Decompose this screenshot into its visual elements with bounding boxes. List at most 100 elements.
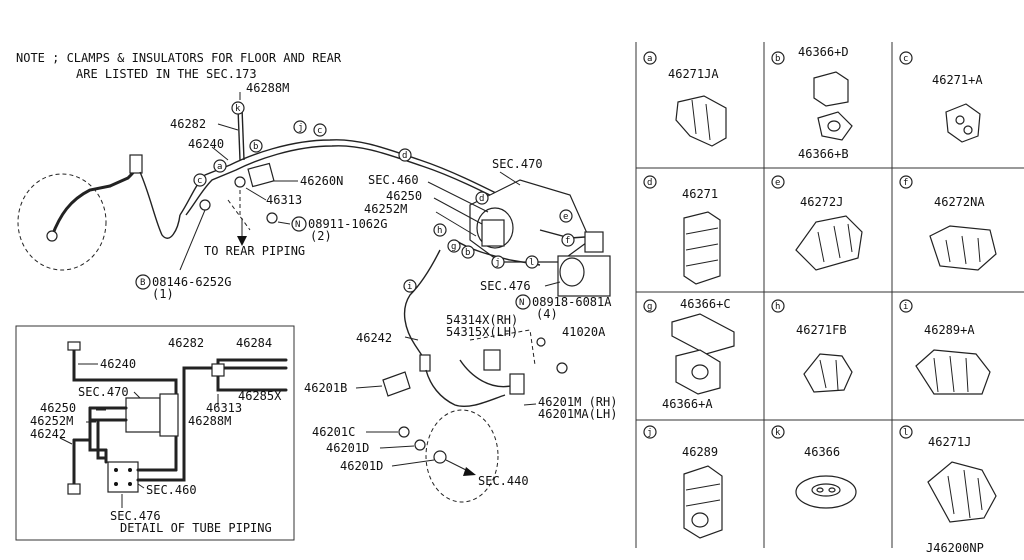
rear-tube-rh xyxy=(459,359,516,388)
detail-label-46313: 46313 xyxy=(206,401,242,415)
cylinder-body xyxy=(481,219,505,247)
clip-46289-icon xyxy=(683,465,723,539)
svg-text:f: f xyxy=(565,236,570,246)
grid-cell-e: e 46272J xyxy=(771,175,863,271)
cell-e-letter: e xyxy=(775,178,780,188)
detail-of-tube-piping xyxy=(15,325,295,541)
nut-08911 xyxy=(266,212,278,224)
svg-text:k: k xyxy=(235,104,241,114)
label-08911-qty: (2) xyxy=(310,229,332,243)
label-54315X: 54315X(LH) xyxy=(446,325,518,339)
grid-cell-d: d 46271 xyxy=(643,175,721,285)
nut-08918 xyxy=(536,337,546,347)
label-sec470: SEC.470 xyxy=(492,157,543,171)
leader-46250 xyxy=(433,197,483,225)
svg-text:j: j xyxy=(298,123,303,133)
caliper-fitting xyxy=(46,230,58,242)
marker-N-1 xyxy=(291,216,307,232)
grid-cell-f: f 46272NA xyxy=(899,175,997,271)
detail-label-sec470: SEC.470 xyxy=(78,385,129,399)
marker-B-text: B xyxy=(140,278,145,288)
hose-bracket xyxy=(129,154,143,174)
note-line-1: NOTE ; CLAMPS & INSULATORS FOR FLOOR AND… xyxy=(16,51,342,65)
label-46201C: 46201C xyxy=(312,425,355,439)
leader-46201M xyxy=(523,403,537,406)
cell-d-letter: d xyxy=(647,178,652,188)
bolt-41020A xyxy=(556,362,568,374)
detail-caption: DETAIL OF TUBE PIPING xyxy=(120,521,272,535)
tube-riser-2 xyxy=(241,107,245,161)
cell-k-letter: k xyxy=(775,428,781,438)
leader-08146 xyxy=(179,209,206,271)
svg-text:d: d xyxy=(402,151,407,161)
grid-cell-g: g 46366+C 46366+A xyxy=(643,297,735,411)
cell-l-letter: l xyxy=(903,428,908,438)
detail-fitting-bottom xyxy=(67,483,81,495)
sec440-arrow-head xyxy=(463,467,476,476)
junction-block-46260N xyxy=(247,162,275,188)
cell-f-letter: f xyxy=(903,178,908,188)
leader-46242 xyxy=(404,336,419,341)
svg-text:g: g xyxy=(451,242,456,252)
cell-j-part: 46289 xyxy=(682,445,718,459)
brake-tube-46240 xyxy=(139,171,181,239)
label-08918-qty: (4) xyxy=(536,307,558,321)
cell-e-part: 46272J xyxy=(800,195,843,209)
cell-h-letter: h xyxy=(775,302,780,312)
label-46240: 46240 xyxy=(188,137,224,151)
label-41020A: 41020A xyxy=(562,325,606,339)
detail-label-46240: 46240 xyxy=(100,357,136,371)
detail-label-sec460: SEC.460 xyxy=(146,483,197,497)
svg-text:h: h xyxy=(437,226,442,236)
label-46252M: 46252M xyxy=(364,202,407,216)
leader-46201D-2 xyxy=(391,459,435,467)
detail-frame xyxy=(15,325,295,541)
clip-46271FB-icon xyxy=(803,353,853,393)
marker-N-2-text: N xyxy=(519,298,524,308)
cell-h-part: 46271FB xyxy=(796,323,847,337)
leader-46313 xyxy=(245,187,267,201)
fitting-46313 xyxy=(234,176,246,188)
detail-label-sec476: SEC.476 xyxy=(110,509,161,523)
detail-leader-46242 xyxy=(59,437,73,445)
grid-cell-b: b 46366+D 46366+B xyxy=(771,45,853,161)
svg-text:b: b xyxy=(253,142,258,152)
rear-arrow-head xyxy=(237,236,247,246)
cell-b-part-1: 46366+D xyxy=(798,45,849,59)
main-assembly: k j c b a c d d e h g b j l f i xyxy=(17,92,611,503)
label-46282: 46282 xyxy=(170,117,206,131)
svg-text:c: c xyxy=(317,126,322,136)
detail-actuator xyxy=(107,461,139,493)
leader-08911 xyxy=(277,221,291,225)
detail-label-46288M: 46288M xyxy=(188,414,231,428)
label-sec440: SEC.440 xyxy=(478,474,529,488)
leader-46282 xyxy=(217,123,239,131)
label-46201MA: 46201MA(LH) xyxy=(538,407,617,421)
svg-text:i: i xyxy=(407,282,412,292)
grid-cell-j: j 46289 xyxy=(643,425,723,539)
leader-sec470 xyxy=(499,171,521,186)
marker-N-2 xyxy=(515,294,531,310)
label-sec476: SEC.476 xyxy=(480,279,531,293)
svg-text:j: j xyxy=(495,258,500,268)
svg-text:e: e xyxy=(563,212,568,222)
grid-cell-l: l 46271J xyxy=(899,425,997,523)
bolt-46201C xyxy=(398,426,410,438)
bracket-54314X xyxy=(483,349,501,371)
front-wheel-outline xyxy=(17,173,107,271)
grid-cell-k: k 46366 xyxy=(771,425,857,509)
insulator-46366C-icon xyxy=(671,313,735,355)
main-labels: 46288M 46282 46240 46260N 46313 N 08911-… xyxy=(135,81,617,488)
svg-text:b: b xyxy=(465,248,470,258)
label-sec460: SEC.460 xyxy=(368,173,419,187)
cell-b-part-2: 46366+B xyxy=(798,147,849,161)
cell-a-part: 46271JA xyxy=(668,67,719,81)
cell-f-part: 46272NA xyxy=(934,195,985,209)
clip-46271J-icon xyxy=(927,461,997,523)
cell-d-part: 46271 xyxy=(682,187,718,201)
leader-sec460 xyxy=(427,181,489,213)
cell-b-letter: b xyxy=(775,54,780,64)
marker-B xyxy=(135,274,151,290)
clip-markers: k j c b a c d d e h g b j l f i xyxy=(193,101,575,293)
